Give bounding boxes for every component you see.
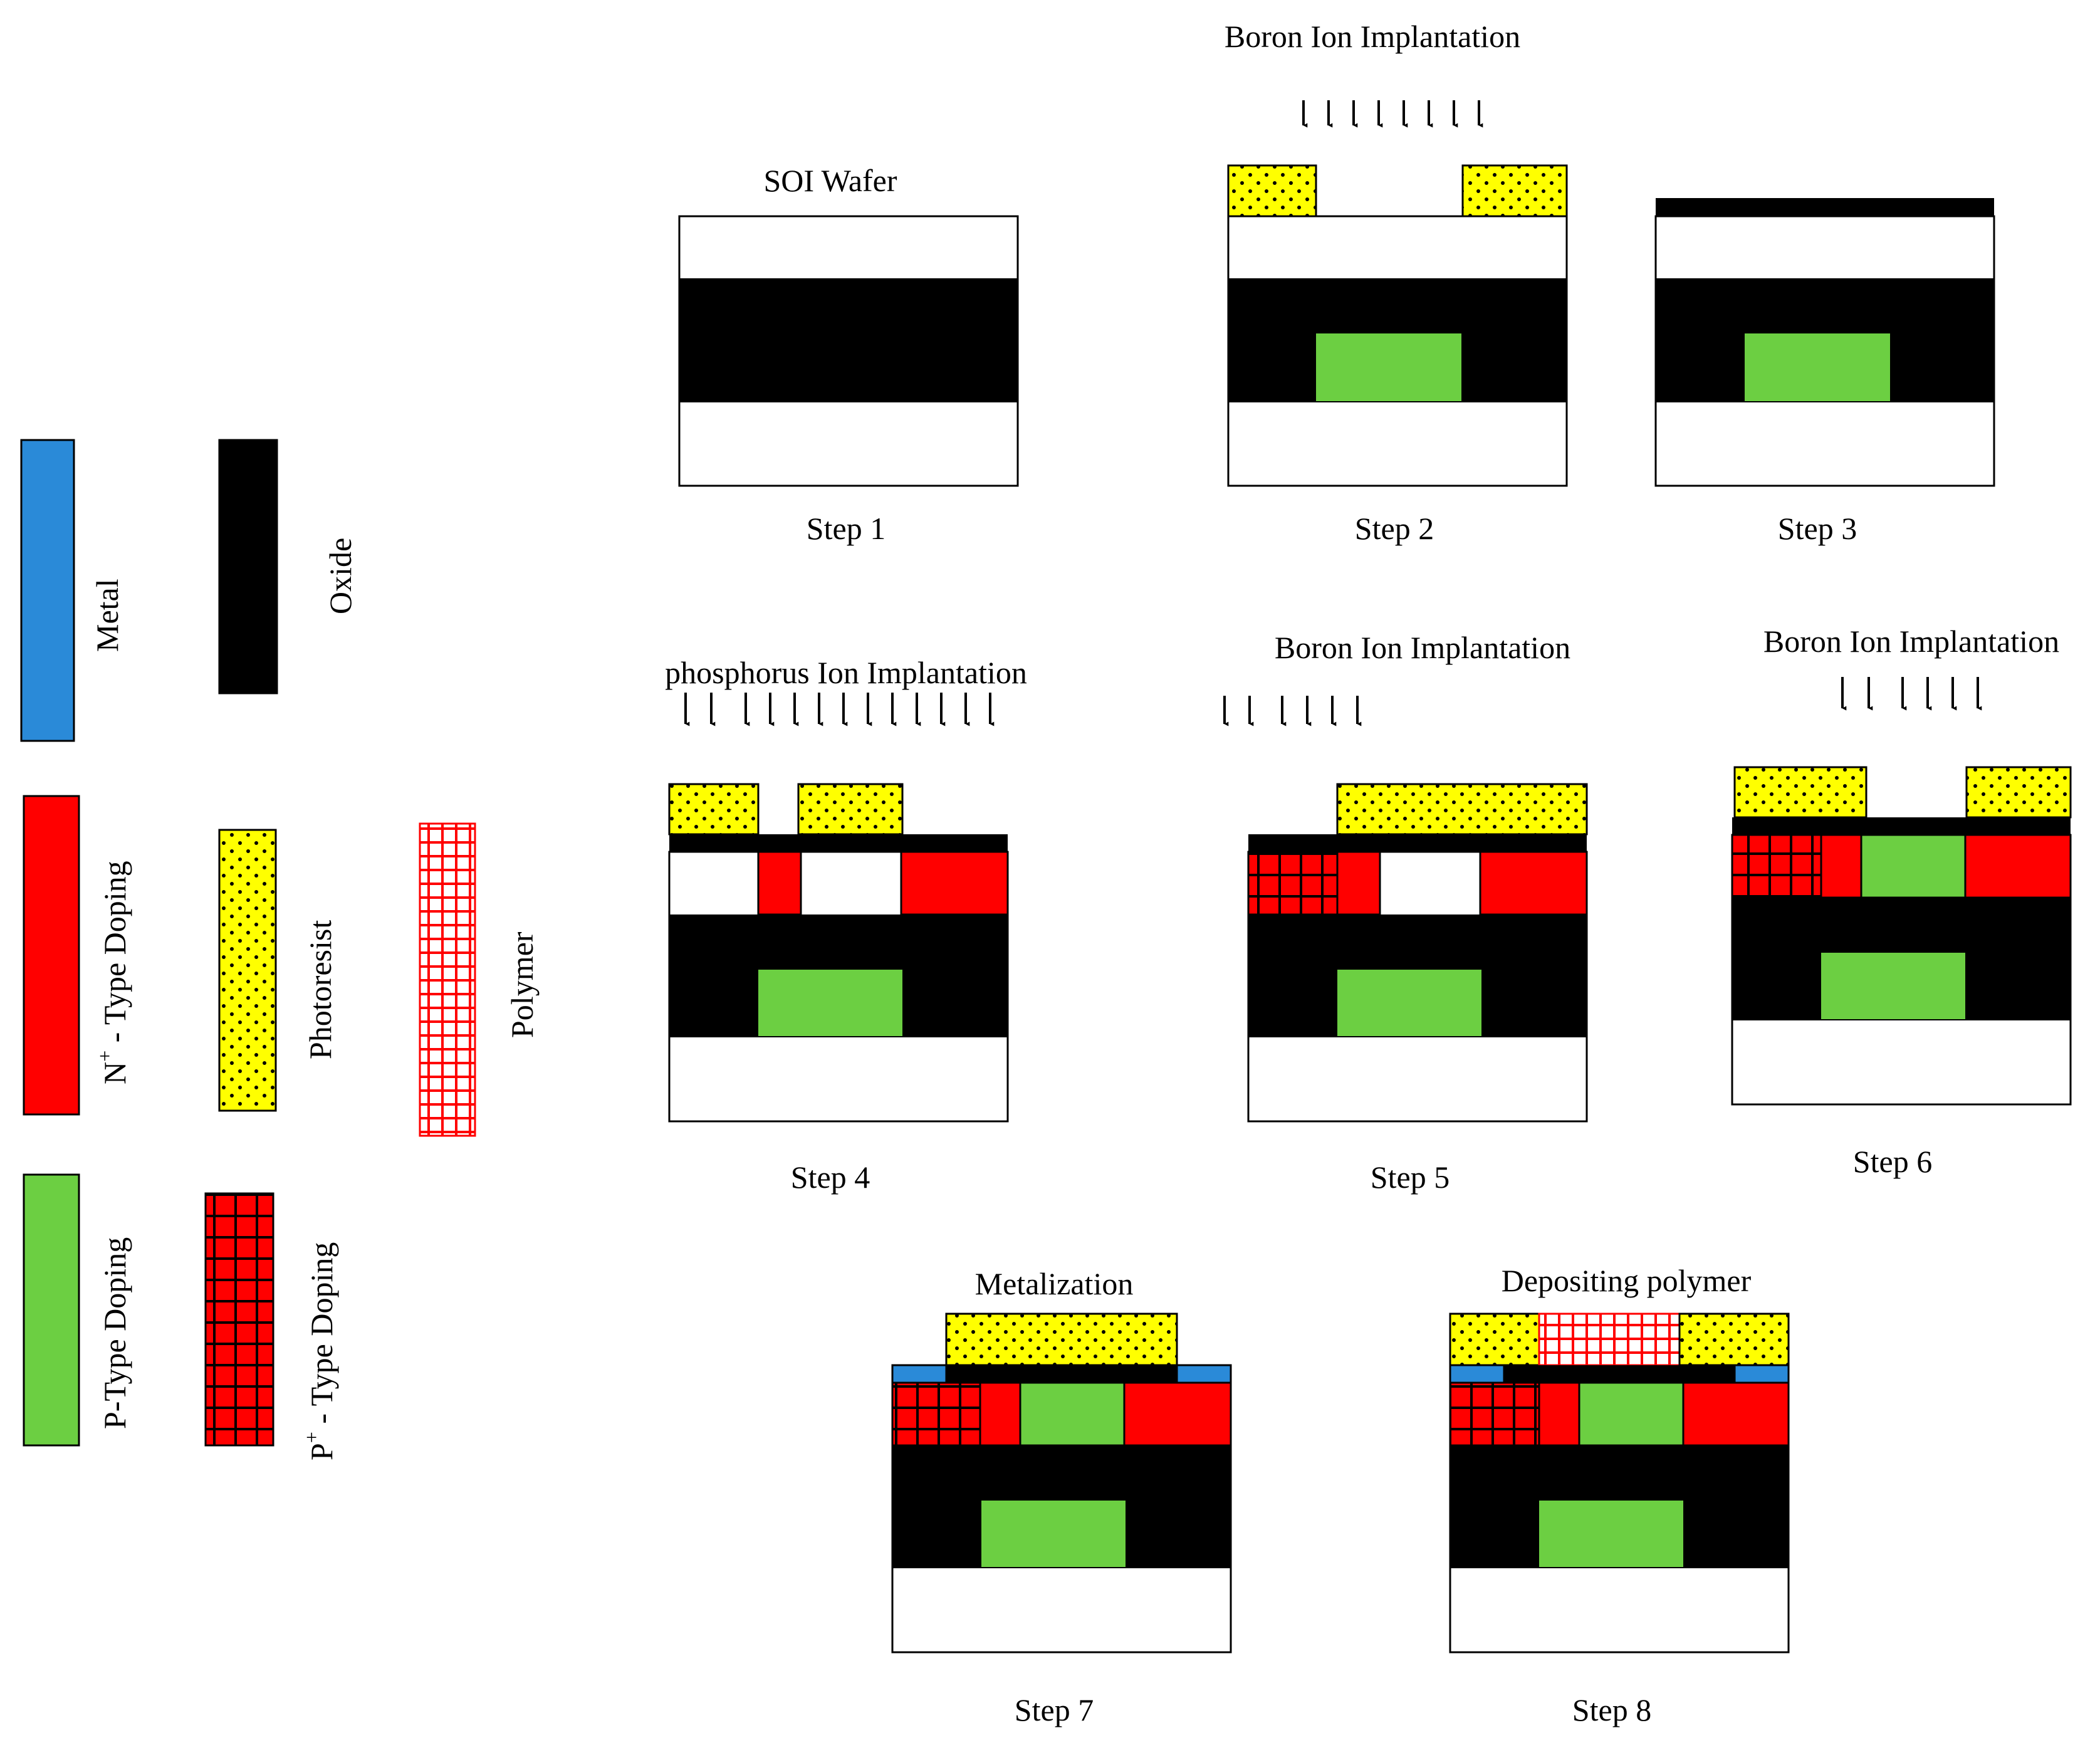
legend-polymer-swatch bbox=[419, 822, 476, 1137]
step-6-implant-arrows bbox=[1841, 677, 1982, 711]
step-1-title: SOI Wafer bbox=[763, 163, 897, 198]
step-2-photoresist-left bbox=[1227, 164, 1317, 217]
step-1: SOI Wafer Step 1 bbox=[678, 163, 1019, 546]
step-5-label: Step 5 bbox=[1371, 1160, 1450, 1195]
step-5-title: Boron Ion Implantation bbox=[1275, 630, 1570, 665]
step-6-p-region bbox=[1821, 953, 1965, 1019]
legend-p-plus-label: P+ - Type Doping bbox=[300, 1242, 339, 1460]
step-8-p-channel bbox=[1578, 1381, 1685, 1447]
step-7: Metalization Step 7 bbox=[891, 1266, 1232, 1727]
step-5-photoresist bbox=[1336, 783, 1588, 836]
step-8-p-plus bbox=[1449, 1381, 1540, 1447]
legend-photoresist-swatch bbox=[218, 829, 277, 1112]
legend-metal-swatch bbox=[20, 439, 75, 742]
legend-oxide-swatch bbox=[218, 439, 278, 694]
step-7-n-plus-right bbox=[1123, 1381, 1232, 1447]
step-4-label: Step 4 bbox=[791, 1160, 870, 1195]
step-4-n-plus-right bbox=[900, 851, 1009, 916]
step-5-implant-arrows bbox=[1223, 696, 1362, 726]
step-2-photoresist-right bbox=[1461, 164, 1568, 217]
step-2: Boron Ion Implantation Step 2 bbox=[1225, 19, 1568, 546]
step-7-label: Step 7 bbox=[1015, 1692, 1094, 1727]
legend-n-plus-label: N+ - Type Doping bbox=[93, 861, 132, 1084]
legend: Metal Oxide N+ - Type Doping Photoresist… bbox=[20, 439, 540, 1460]
step-1-box-oxide bbox=[679, 278, 1018, 402]
legend-p-plus-swatch bbox=[204, 1192, 274, 1447]
step-8-n-plus-left bbox=[1538, 1381, 1580, 1447]
step-8-photoresist-right bbox=[1678, 1313, 1790, 1366]
step-2-title: Boron Ion Implantation bbox=[1225, 19, 1520, 54]
legend-metal-label: Metal bbox=[90, 579, 125, 652]
step-6-n-plus-left bbox=[1820, 834, 1862, 899]
step-7-photoresist bbox=[945, 1313, 1178, 1366]
step-8-polymer bbox=[1538, 1313, 1681, 1366]
step-2-implant-arrows bbox=[1302, 100, 1483, 128]
step-3-oxide-cap bbox=[1656, 198, 1994, 216]
step-4-p-region bbox=[758, 970, 902, 1036]
step-6-photoresist-right bbox=[1965, 766, 2072, 819]
step-5-n-plus-right bbox=[1479, 851, 1588, 916]
step-6-title: Boron Ion Implantation bbox=[1763, 624, 2059, 659]
step-6-n-plus-right bbox=[1964, 834, 2072, 899]
step-6-label: Step 6 bbox=[1853, 1144, 1932, 1179]
step-2-p-region bbox=[1316, 333, 1461, 401]
step-8-photoresist-left bbox=[1449, 1313, 1540, 1366]
step-2-label: Step 2 bbox=[1355, 511, 1434, 546]
step-4-photoresist-right bbox=[797, 783, 904, 836]
step-4-n-plus-left bbox=[757, 851, 802, 916]
legend-polymer-label: Polymer bbox=[504, 931, 540, 1038]
legend-p-type-label: P-Type Doping bbox=[97, 1237, 132, 1429]
step-5-p-plus bbox=[1247, 851, 1339, 916]
step-7-metal-left bbox=[891, 1364, 948, 1384]
step-8-p-region bbox=[1539, 1501, 1683, 1567]
step-6-photoresist-left bbox=[1733, 766, 1868, 819]
step-5-p-region bbox=[1337, 970, 1481, 1036]
step-6-p-channel bbox=[1860, 834, 1967, 899]
legend-oxide-label: Oxide bbox=[323, 538, 358, 614]
step-3-label: Step 3 bbox=[1778, 511, 1857, 546]
step-7-n-plus-left bbox=[979, 1381, 1021, 1447]
step-7-p-channel bbox=[1019, 1381, 1126, 1447]
legend-n-plus-swatch bbox=[23, 795, 80, 1116]
step-5-n-plus-left bbox=[1336, 851, 1381, 916]
step-6: Boron Ion Implantation Step 6 bbox=[1731, 624, 2072, 1179]
step-8-n-plus-right bbox=[1682, 1381, 1790, 1447]
legend-p-type-swatch bbox=[23, 1173, 80, 1447]
step-5: Boron Ion Implantation Step 5 bbox=[1223, 630, 1588, 1195]
step-4-title: phosphorus Ion Implantation bbox=[665, 655, 1027, 690]
step-4-implant-arrows bbox=[684, 693, 995, 726]
step-3: Step 3 bbox=[1654, 198, 1995, 546]
step-7-p-plus bbox=[891, 1381, 981, 1447]
legend-photoresist-label: Photoresist bbox=[303, 920, 338, 1059]
step-7-p-region bbox=[981, 1501, 1126, 1567]
step-7-title: Metalization bbox=[975, 1266, 1134, 1301]
step-7-metal-right bbox=[1176, 1364, 1232, 1384]
step-8-metal-right bbox=[1733, 1364, 1790, 1384]
step-1-label: Step 1 bbox=[807, 511, 885, 546]
step-4: phosphorus Ion Implantation Step 4 bbox=[665, 655, 1027, 1195]
step-6-p-plus bbox=[1731, 834, 1822, 899]
step-8-metal-left bbox=[1449, 1364, 1505, 1384]
step-8-label: Step 8 bbox=[1572, 1692, 1651, 1727]
step-3-p-region bbox=[1745, 333, 1890, 401]
step-4-photoresist-left bbox=[668, 783, 760, 836]
step-8: Depositing polymer Step 8 bbox=[1449, 1263, 1790, 1727]
step-8-title: Depositing polymer bbox=[1502, 1263, 1752, 1298]
